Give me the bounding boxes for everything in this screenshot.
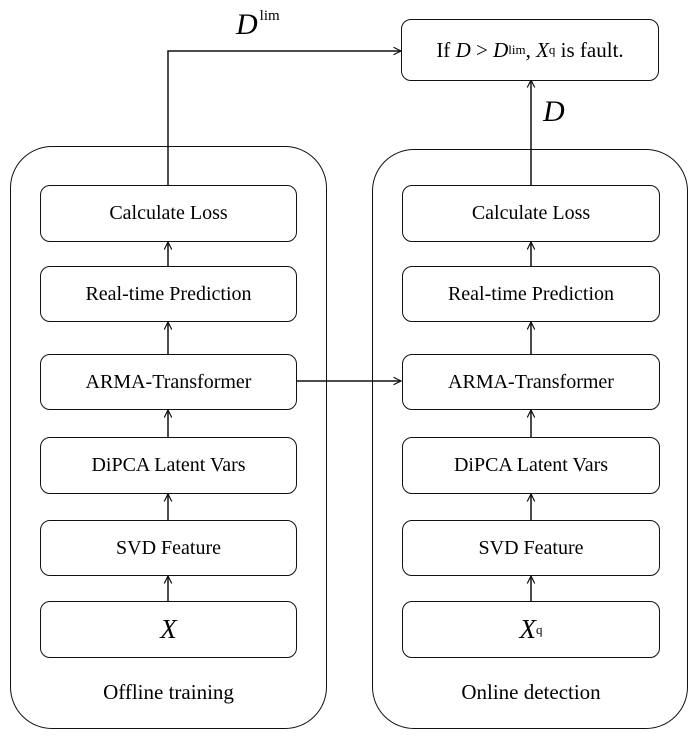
online-prediction-label: Real-time Prediction: [447, 282, 615, 305]
decision-stat: D: [455, 37, 471, 62]
decision-prefix: If: [436, 37, 451, 62]
threshold-symbol-sup: lim: [259, 8, 280, 24]
offline-arma-transformer-label: ARMA-Transformer: [85, 370, 252, 393]
decision-limit-base: D: [493, 37, 509, 62]
arrow-threshold-line: [167, 51, 401, 185]
online-input-label: X: [519, 614, 537, 644]
online-input-subscript: q: [536, 621, 543, 637]
online-calculate-loss-box: Calculate Loss: [402, 185, 660, 242]
offline-dipca-label: DiPCA Latent Vars: [91, 454, 246, 476]
online-dipca-box: DiPCA Latent Vars: [402, 437, 660, 494]
decision-separator: ,: [525, 37, 531, 62]
statistic-symbol: D: [543, 95, 565, 128]
online-calculate-loss-label: Calculate Loss: [471, 202, 591, 224]
online-detection-caption: Online detection: [461, 680, 601, 704]
online-prediction-box: Real-time Prediction: [402, 266, 660, 322]
decision-limit-sup: lim: [508, 42, 526, 57]
decision-operator: >: [475, 37, 488, 62]
offline-input-box: X: [40, 601, 297, 658]
online-dipca-label: DiPCA Latent Vars: [453, 454, 609, 476]
decision-sample-sub: q: [548, 42, 556, 57]
decision-suffix: is fault.: [560, 37, 624, 62]
offline-training-caption: Offline training: [103, 680, 234, 704]
threshold-symbol-base: D: [236, 8, 258, 41]
online-svd-label: SVD Feature: [478, 536, 584, 559]
offline-prediction-label: Real-time Prediction: [85, 282, 252, 305]
online-arma-transformer-box: ARMA-Transformer: [402, 354, 660, 410]
offline-dipca-box: DiPCA Latent Vars: [40, 437, 297, 494]
offline-arma-transformer-box: ARMA-Transformer: [40, 354, 297, 410]
offline-calculate-loss-label: Calculate Loss: [109, 202, 228, 224]
online-arma-transformer-label: ARMA-Transformer: [448, 370, 614, 393]
online-svd-box: SVD Feature: [402, 520, 660, 576]
decision-sample-base: X: [536, 37, 549, 62]
offline-input-label: X: [160, 614, 177, 644]
offline-svd-box: SVD Feature: [40, 520, 297, 576]
offline-svd-label: SVD Feature: [116, 536, 221, 559]
offline-calculate-loss-box: Calculate Loss: [40, 185, 297, 242]
offline-training-panel: [10, 146, 327, 729]
online-detection-panel: [372, 149, 688, 729]
offline-prediction-box: Real-time Prediction: [40, 266, 297, 322]
